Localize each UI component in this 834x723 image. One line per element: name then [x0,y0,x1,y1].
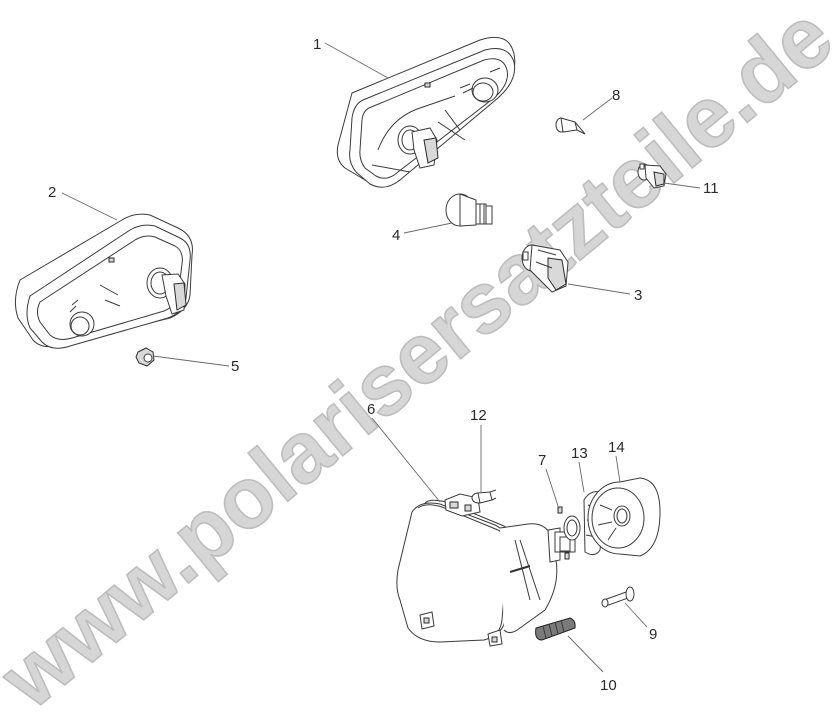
position-bulb-part[interactable] [471,489,497,504]
callout-14[interactable]: 14 [608,439,625,456]
spring-part[interactable] [535,617,576,641]
headlight-bulb-part[interactable] [557,506,581,560]
callout-4[interactable]: 4 [392,227,401,244]
callout-6[interactable]: 6 [367,401,376,418]
callout-12[interactable]: 12 [470,407,487,424]
callout-7[interactable]: 7 [538,452,547,469]
callout-5[interactable]: 5 [231,358,240,375]
headlight-assembly-part[interactable] [396,493,576,647]
callout-13[interactable]: 13 [571,445,588,462]
leader-lines [61,42,701,673]
callout-1[interactable]: 1 [313,36,322,53]
leader-14 [615,455,621,483]
leader-3 [567,283,631,295]
taillight-right-part[interactable] [336,36,516,188]
leader-9 [624,602,648,628]
bulb-wedge-small-part[interactable] [555,117,586,135]
nut-part[interactable] [135,347,155,367]
callout-2[interactable]: 2 [48,184,57,201]
leader-7 [545,468,560,510]
leader-2 [61,192,118,221]
small-socket-part[interactable] [637,163,667,189]
pin-part[interactable] [601,586,635,608]
leader-13 [578,461,585,493]
dust-cap-part[interactable] [587,477,661,557]
callout-3[interactable]: 3 [634,287,643,304]
bulb-wedge-large-part[interactable] [445,193,493,227]
leader-5 [152,355,230,367]
leader-10 [567,635,604,673]
leader-6 [371,417,441,503]
leader-8 [582,97,613,121]
callout-10[interactable]: 10 [600,677,617,694]
leader-11 [663,182,701,189]
leader-1 [324,42,389,79]
callout-11[interactable]: 11 [703,180,719,197]
callout-8[interactable]: 8 [612,87,621,104]
callout-9[interactable]: 9 [649,626,658,643]
bulb-socket-part[interactable] [521,244,569,293]
taillight-left-part[interactable] [14,213,193,349]
leader-4 [403,222,453,234]
